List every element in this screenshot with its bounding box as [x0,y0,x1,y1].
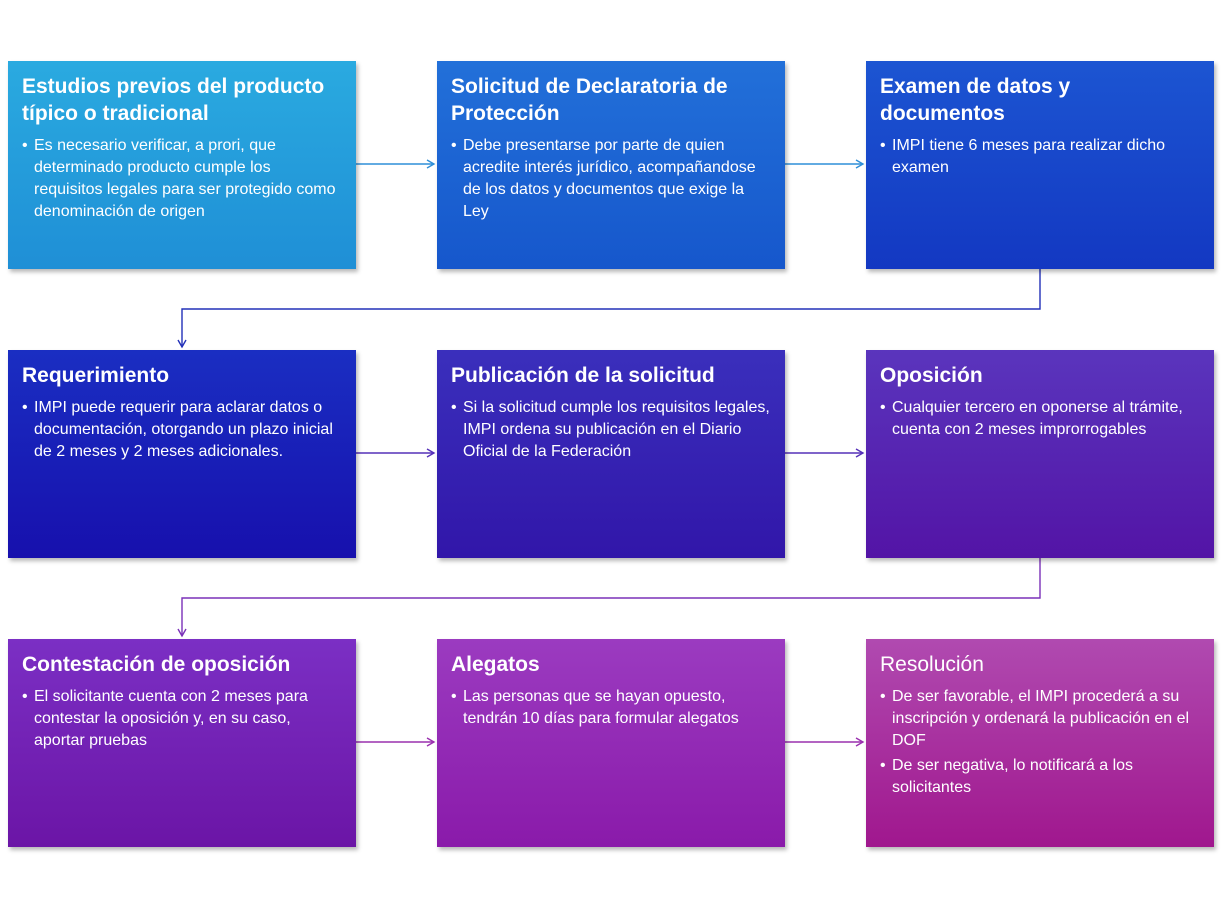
step-bullets: • Es necesario verificar, a prori, que de… [22,135,342,223]
step-bullet: • Debe presentarse por parte de quien acr… [451,135,771,223]
step-bullet-text: El solicitante cuenta con 2 meses para c… [34,688,308,749]
step-bullet: • De ser favorable, el IMPI procederá a s… [880,686,1200,752]
bullet-icon: • [451,399,457,416]
step-bullets: • Debe presentarse por parte de quien acr… [451,135,771,223]
step-alegatos: Alegatos • Las personas que se hayan opues… [437,639,785,847]
arrow-turn-2 [177,558,1041,638]
bullet-icon: • [22,137,28,154]
step-oposicion: Oposición • Cualquier tercero en oponerse … [866,350,1214,558]
step-bullet: • Las personas que se hayan opuesto, tend… [451,686,771,730]
bullet-icon: • [22,399,28,416]
step-bullets: • Si la solicitud cumple los requisitos l… [451,397,771,463]
step-estudios-previos: Estudios previos del producto típico o t… [8,61,356,269]
step-bullet: • Si la solicitud cumple los requisitos l… [451,397,771,463]
step-bullet-text: Debe presentarse por parte de quien acre… [463,137,756,220]
bullet-icon: • [880,137,886,154]
step-bullets: • IMPI puede requerir para aclarar datos … [22,397,342,463]
step-bullets: • De ser favorable, el IMPI procederá a s… [880,686,1200,799]
step-bullet-text: Cualquier tercero en oponerse al trámite… [892,399,1183,438]
step-title: Alegatos [451,653,540,676]
bullet-icon: • [451,137,457,154]
step-bullet: • De ser negativa, lo notificará a los so… [880,755,1200,799]
step-title: Solicitud de Declaratoria de Protección [451,75,728,125]
step-title: Resolución [880,653,984,676]
step-title: Examen de datos y documentos [880,75,1071,125]
step-resolucion: Resolución • De ser favorable, el IMPI pro… [866,639,1214,847]
bullet-icon: • [451,688,457,705]
step-examen-datos: Examen de datos y documentos • IMPI tiene … [866,61,1214,269]
step-bullet-text: De ser negativa, lo notificará a los sol… [892,757,1134,796]
bullet-icon: • [880,757,886,774]
step-bullet: • IMPI tiene 6 meses para realizar dicho … [880,135,1200,179]
step-bullet: • El solicitante cuenta con 2 meses para … [22,686,342,752]
step-bullet-text: IMPI puede requerir para aclarar datos o… [34,399,333,460]
step-title: Publicación de la solicitud [451,364,715,387]
step-bullet-text: Las personas que se hayan opuesto, tendr… [463,688,739,727]
arrow-turn-1 [177,269,1041,349]
step-bullet-text: IMPI tiene 6 meses para realizar dicho e… [892,137,1166,176]
step-bullets: • IMPI tiene 6 meses para realizar dicho … [880,135,1200,179]
step-bullet: • Cualquier tercero en oponerse al trámit… [880,397,1200,441]
step-title: Contestación de oposición [22,653,291,676]
step-title: Requerimiento [22,364,170,387]
bullet-icon: • [22,688,28,705]
bullet-icon: • [880,688,886,705]
step-title: Estudios previos del producto típico o t… [22,75,325,125]
step-bullets: • Las personas que se hayan opuesto, tend… [451,686,771,730]
step-bullet: • IMPI puede requerir para aclarar datos … [22,397,342,463]
bullet-icon: • [880,399,886,416]
step-bullets: • El solicitante cuenta con 2 meses para … [22,686,342,752]
step-solicitud-declaratoria: Solicitud de Declaratoria de Protección •… [437,61,785,269]
step-publicacion: Publicación de la solicitud • Si la solici… [437,350,785,558]
step-bullet: • Es necesario verificar, a prori, que de… [22,135,342,223]
step-contestacion-oposicion: Contestación de oposición • El solicitante… [8,639,356,847]
step-bullet-text: Es necesario verificar, a prori, que det… [34,137,336,220]
step-requerimiento: Requerimiento • IMPI puede requerir para a… [8,350,356,558]
step-bullets: • Cualquier tercero en oponerse al trámit… [880,397,1200,441]
step-bullet-text: Si la solicitud cumple los requisitos le… [463,399,770,460]
step-title: Oposición [880,364,983,387]
step-bullet-text: De ser favorable, el IMPI procederá a su… [892,688,1190,749]
